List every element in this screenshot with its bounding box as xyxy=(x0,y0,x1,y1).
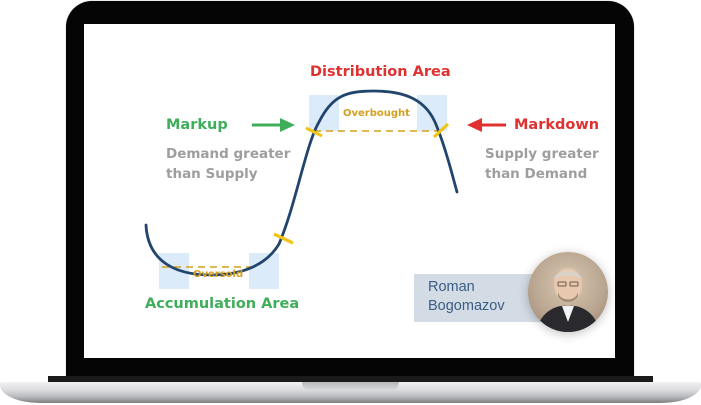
overbought-label: Overbought xyxy=(343,108,410,119)
markup-description-line1: Demand greater xyxy=(166,146,291,162)
presenter-last-name: Bogomazov xyxy=(428,298,505,314)
laptop-hinge xyxy=(48,376,653,384)
presenter-avatar xyxy=(528,252,608,332)
markup-arrow-icon xyxy=(280,118,295,132)
accumulation-marker xyxy=(273,232,294,245)
top-right-zone xyxy=(417,95,447,131)
markup-marker xyxy=(305,126,323,138)
accumulation-area-title: Accumulation Area xyxy=(145,296,300,312)
market-cycle-diagram xyxy=(144,89,506,289)
oversold-label: Oversold xyxy=(193,269,244,280)
bottom-right-zone xyxy=(249,253,279,289)
markdown-arrow-icon xyxy=(467,118,482,132)
markup-description-line2: than Supply xyxy=(166,166,258,182)
distribution-area-title: Distribution Area xyxy=(310,64,451,80)
markup-label: Markup xyxy=(166,117,228,133)
person-photo-icon xyxy=(536,268,600,332)
presenter-name: Roman Bogomazov xyxy=(428,278,505,316)
presenter-first-name: Roman xyxy=(428,279,475,295)
markdown-marker xyxy=(432,122,450,139)
markdown-label: Markdown xyxy=(514,117,600,133)
laptop-base xyxy=(0,382,701,403)
markdown-description-line1: Supply greater xyxy=(485,146,599,162)
markdown-description-line2: than Demand xyxy=(485,166,588,182)
laptop-screen: Distribution Area Overbought Markup Dema… xyxy=(84,24,615,358)
laptop-notch xyxy=(302,382,399,391)
